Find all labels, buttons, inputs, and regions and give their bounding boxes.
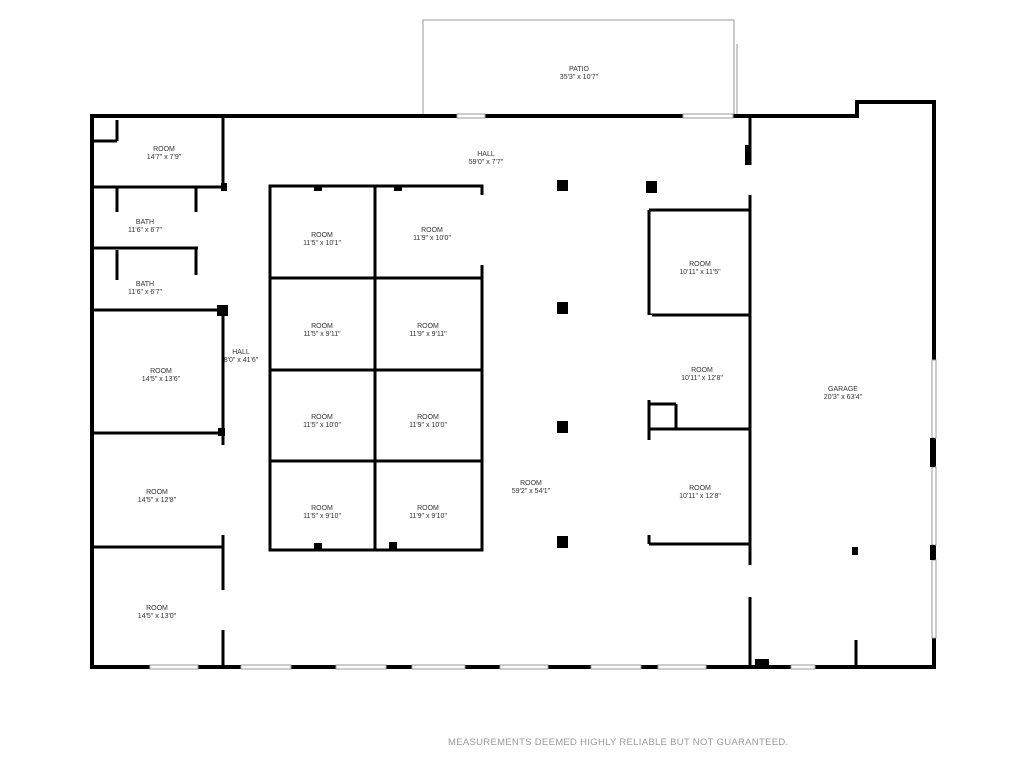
room-dimensions: 14'5" x 12'8" [137, 497, 177, 504]
room-name: HALL [232, 349, 250, 356]
room-name: BATH [135, 281, 155, 288]
room-name: ROOM [311, 323, 333, 330]
interior-walls [92, 116, 858, 667]
room-dimensions: 8'0" x 41'6" [223, 357, 259, 364]
room-dimensions: 20'3" x 63'4" [823, 394, 863, 401]
room-name: ROOM [311, 232, 333, 239]
room-name: ROOM [311, 414, 333, 421]
room-name: ROOM [146, 489, 168, 496]
room-dimensions: 11'5" x 9'11" [303, 331, 341, 338]
disclaimer-text: MEASUREMENTS DEEMED HIGHLY RELIABLE BUT … [448, 737, 789, 748]
room-name: ROOM [689, 261, 711, 268]
room-dimensions: 14'5" x 13'0" [137, 613, 177, 620]
room-dimensions: 10'11" x 12'8" [681, 375, 723, 382]
room-name: ROOM [691, 367, 713, 374]
columns [217, 145, 935, 666]
room-name: GARAGE [828, 386, 858, 393]
patio-outline [422, 19, 738, 115]
room-dimensions: 11'5" x 10'0" [303, 422, 341, 429]
room-name: ROOM [417, 505, 439, 512]
room-dimensions: 11'6" x 6'7" [128, 289, 162, 296]
room-dimensions: 10'11" x 11'5" [679, 269, 721, 276]
room-name: BATH [135, 219, 155, 226]
room-name: ROOM [417, 414, 439, 421]
room-name: ROOM [520, 480, 542, 487]
room-dimensions: 14'5" x 13'6" [141, 376, 181, 383]
room-dimensions: 11'9" x 10'0" [409, 422, 447, 429]
room-dimensions: 11'6" x 6'7" [128, 227, 162, 234]
room-name: ROOM [311, 505, 333, 512]
windows [149, 113, 937, 670]
door-openings [221, 165, 753, 630]
room-name: ROOM [146, 605, 168, 612]
room-dimensions: 11'5" x 9'10" [303, 513, 341, 520]
room-dimensions: 11'5" x 10'1" [303, 240, 341, 247]
room-dimensions: 14'7" x 7'9" [146, 154, 182, 161]
room-dimensions: 59'0" x 7'7" [468, 159, 504, 166]
room-dimensions: 11'9" x 9'11" [409, 331, 447, 338]
room-dimensions: 10'11" x 12'8" [679, 493, 721, 500]
room-dimensions: 11'9" x 9'10" [409, 513, 447, 520]
room-dimensions: 11'9" x 10'0" [413, 235, 451, 242]
room-dimensions: 35'3" x 10'7" [559, 74, 599, 81]
room-name: ROOM [150, 368, 172, 375]
room-dimensions: 59'2" x 54'1" [511, 488, 551, 495]
room-name: PATIO [569, 66, 589, 73]
room-name: ROOM [421, 227, 443, 234]
room-name: ROOM [689, 485, 711, 492]
room-name: HALL [477, 151, 495, 158]
room-name: ROOM [153, 146, 175, 153]
room-name: ROOM [417, 323, 439, 330]
